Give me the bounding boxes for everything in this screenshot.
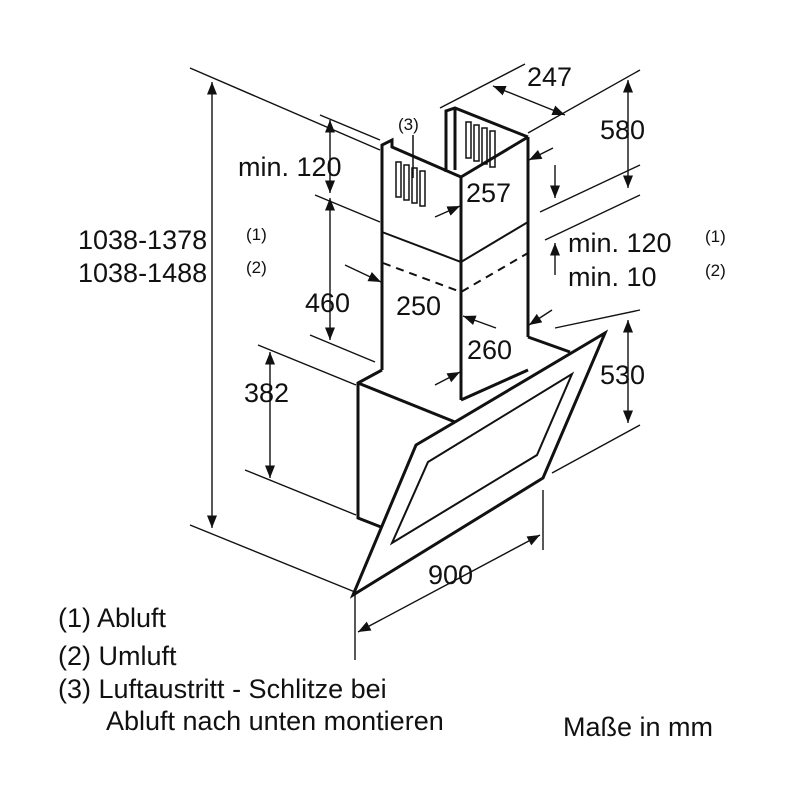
dim-min-120-top: min. 120 xyxy=(238,152,342,182)
units-note: Maße in mm xyxy=(563,712,714,742)
note-2a: (2) xyxy=(246,258,267,277)
dim-gap-2: min. 10 xyxy=(568,262,657,292)
hood-outline xyxy=(349,106,609,599)
note-1a: (1) xyxy=(246,225,267,244)
note-2b: (2) xyxy=(705,261,726,280)
dim-580: 580 xyxy=(600,115,646,145)
dim-250: 250 xyxy=(396,291,442,321)
dim-total-height-2: 1038-1488 xyxy=(78,258,208,288)
callout-3: (3) xyxy=(398,115,419,134)
legend-item-1: (1) Abluft xyxy=(58,603,167,633)
dim-247: 247 xyxy=(527,62,573,92)
dim-257: 257 xyxy=(466,178,512,208)
vent-slots-icon xyxy=(395,121,496,207)
dim-382: 382 xyxy=(244,378,290,408)
dim-260: 260 xyxy=(467,335,513,365)
dim-900: 900 xyxy=(428,560,474,590)
dim-460: 460 xyxy=(305,288,351,318)
dimension-lines xyxy=(189,63,641,660)
note-1b: (1) xyxy=(705,227,726,246)
legend-item-3-cont: Abluft nach unten montieren xyxy=(106,706,444,736)
dim-total-height-1: 1038-1378 xyxy=(78,225,208,255)
legend-item-3: (3) Luftaustritt - Schlitze bei xyxy=(58,674,387,704)
dim-530: 530 xyxy=(600,360,646,390)
dim-gap-1: min. 120 xyxy=(568,228,672,258)
legend-item-2: (2) Umluft xyxy=(58,641,177,671)
